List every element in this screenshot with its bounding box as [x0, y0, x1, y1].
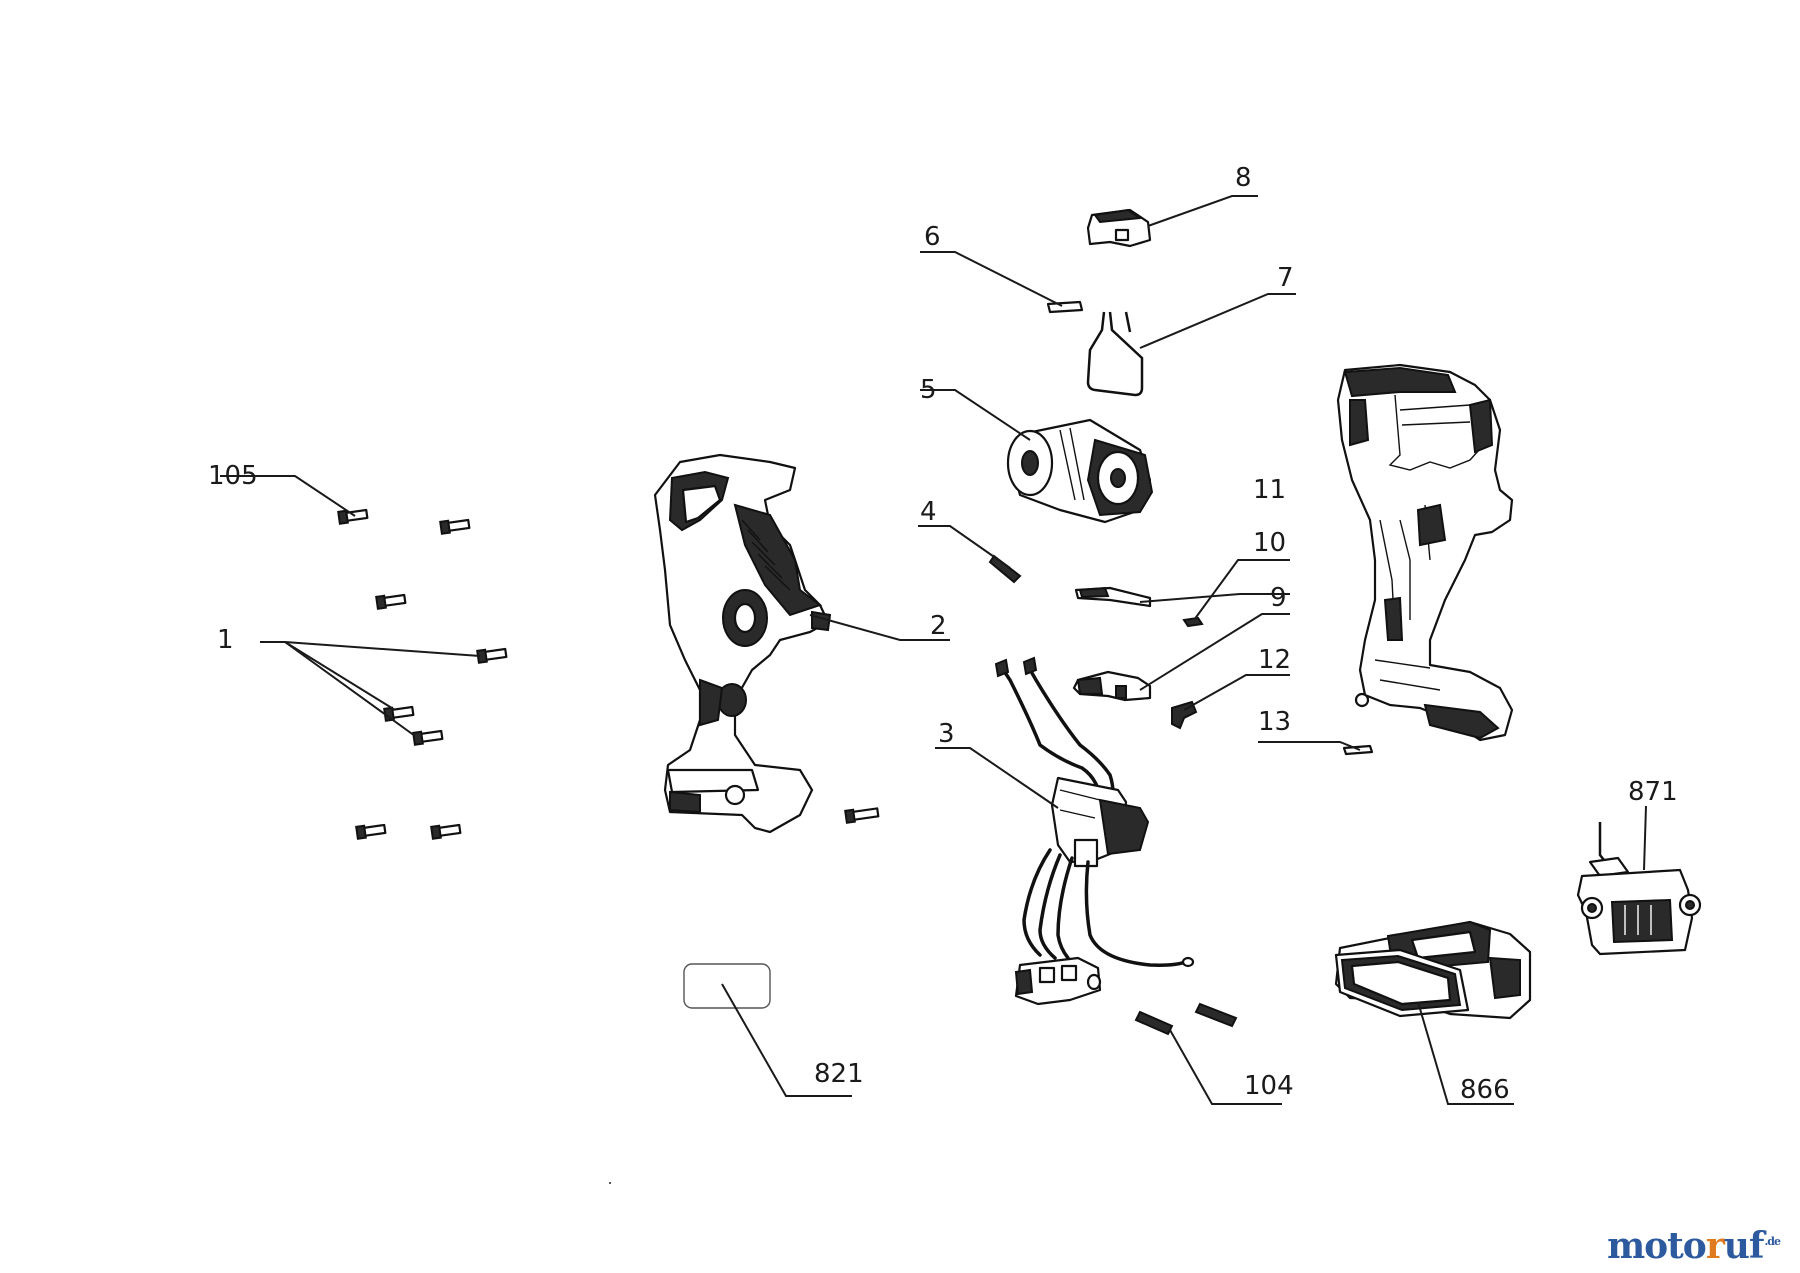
part-10-small — [1182, 616, 1204, 628]
part-871-charger — [1576, 822, 1702, 956]
callout-105: 105 — [208, 461, 258, 491]
part-8-cap — [1086, 208, 1152, 248]
callout-866: 866 — [1460, 1075, 1510, 1105]
part-5-motor — [1006, 418, 1154, 524]
part-3-switch-assembly — [994, 656, 1195, 1006]
part-821-label — [683, 963, 771, 1009]
callout-821: 821 — [814, 1059, 864, 1089]
part-9-lever — [1072, 670, 1152, 702]
callout-12: 12 — [1258, 645, 1291, 675]
callout-104: 104 — [1244, 1071, 1294, 1101]
leader-lines — [220, 195, 1647, 1105]
callout-labels: 105 1 2 3 4 5 6 7 8 9 10 11 12 13 104 82… — [208, 163, 1678, 1105]
callout-871: 871 — [1628, 777, 1678, 807]
callout-8: 8 — [1235, 163, 1252, 193]
part-7-clip — [1086, 311, 1144, 397]
callout-9: 9 — [1270, 583, 1287, 613]
housing-right-half — [1336, 363, 1514, 742]
callout-11: 11 — [1253, 475, 1286, 505]
callout-5: 5 — [920, 375, 937, 405]
callout-4: 4 — [920, 497, 937, 527]
callout-6: 6 — [924, 222, 941, 252]
housing-left-half — [653, 453, 832, 834]
callout-10: 10 — [1253, 528, 1286, 558]
part-104-rods — [1134, 1002, 1238, 1036]
motoruf-logo: motoruf.de — [1607, 1225, 1781, 1267]
part-4-small — [988, 554, 1022, 584]
callout-13: 13 — [1258, 707, 1291, 737]
part-866-battery — [1334, 920, 1532, 1020]
callout-2: 2 — [930, 611, 947, 641]
callout-1: 1 — [217, 625, 234, 655]
part-11-plate — [1074, 586, 1152, 608]
callout-7: 7 — [1277, 263, 1294, 293]
part-12-small — [1171, 700, 1198, 730]
part-6-plate — [1046, 300, 1084, 314]
callout-3: 3 — [938, 719, 955, 749]
